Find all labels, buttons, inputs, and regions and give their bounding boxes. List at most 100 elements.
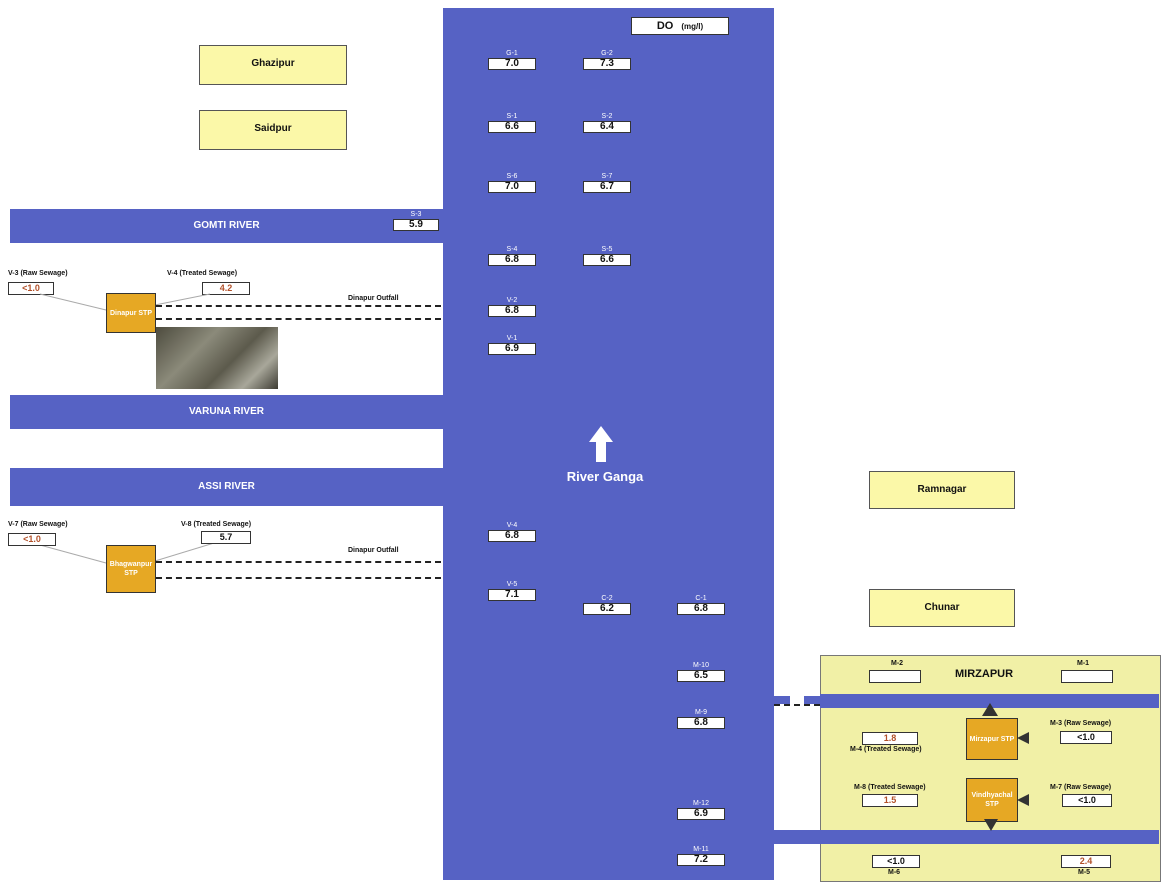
vindhyachal-stp: Vindhyachal STP [966, 778, 1018, 822]
m4-value: 1.8 [862, 732, 918, 745]
site-v1-value: 6.9 [488, 343, 536, 355]
arrow-up-icon [982, 703, 998, 716]
site-g1-value: 7.0 [488, 58, 536, 70]
town-chunar: Chunar [869, 589, 1015, 627]
dinapur-outfall-label: Dinapur Outfall [348, 295, 399, 302]
site-m10-value: 6.5 [677, 670, 725, 682]
site-v2-value: 6.8 [488, 305, 536, 317]
bhagwanpur-outfall-label: Dinapur Outfall [348, 547, 399, 554]
mirzapur-river-band-lower [774, 830, 1159, 844]
parameter-unit: (mg/l) [681, 22, 704, 31]
m2-code: M-2 [891, 660, 904, 667]
flow-arrow-up-icon [589, 426, 613, 462]
m2-value-box [869, 670, 921, 683]
gomti-river-band: GOMTI RIVER [10, 209, 443, 243]
site-m9-code: M-9 [694, 709, 708, 716]
town-mirzapur: MIRZAPUR [955, 668, 1014, 680]
site-s5-code: S-5 [601, 246, 613, 253]
bhagwanpur-treated-value: 5.7 [201, 531, 251, 544]
arrow-left-icon-2 [1017, 794, 1029, 806]
mirzapur-drain-upper [774, 696, 820, 704]
town-ramnagar: Ramnagar [869, 471, 1015, 509]
arrow-left-icon [1017, 732, 1029, 744]
site-v5-value: 7.1 [488, 589, 536, 601]
site-s6-value: 7.0 [488, 181, 536, 193]
bhagwanpur-raw-label: V-7 (Raw Sewage) [8, 521, 68, 528]
parameter-name: DO [656, 20, 674, 32]
site-g2-code: G-2 [601, 50, 613, 57]
site-s2-code: S-2 [601, 113, 613, 120]
parameter-title: DO (mg/l) [631, 17, 729, 35]
site-c1-code: C-1 [695, 595, 707, 602]
site-s7-value: 6.7 [583, 181, 631, 193]
varuna-river-label: VARUNA RIVER [188, 406, 264, 417]
site-s4-code: S-4 [506, 246, 518, 253]
m1-value-box [1061, 670, 1113, 683]
site-s7-code: S-7 [601, 173, 613, 180]
river-ganga-label: River Ganga [566, 469, 644, 484]
dinapur-raw-label: V-3 (Raw Sewage) [8, 270, 68, 277]
site-c2-code: C-2 [601, 595, 613, 602]
site-v4-value: 6.8 [488, 530, 536, 542]
site-s4-value: 6.8 [488, 254, 536, 266]
river-ganga-band [443, 8, 774, 880]
m4-label: M-4 (Treated Sewage) [850, 746, 922, 753]
gomti-river-label: GOMTI RIVER [193, 220, 260, 231]
site-m9-value: 6.8 [677, 717, 725, 729]
site-s3-code: S-3 [410, 211, 422, 218]
mirzapur-river-band-upper [820, 694, 1159, 708]
site-s3-value: 5.9 [393, 219, 439, 231]
site-s6-code: S-6 [506, 173, 518, 180]
site-m12-value: 6.9 [677, 808, 725, 820]
m7-value: <1.0 [1062, 794, 1112, 807]
site-m11-value: 7.2 [677, 854, 725, 866]
site-s1-code: S-1 [506, 113, 518, 120]
bhagwanpur-stp: Bhagwanpur STP [106, 545, 156, 593]
varuna-river-band: VARUNA RIVER [10, 395, 443, 429]
assi-river-band: ASSI RIVER [10, 468, 443, 506]
m5-code: M-5 [1078, 869, 1091, 876]
site-s2-value: 6.4 [583, 121, 631, 133]
site-v1-code: V-1 [506, 335, 518, 342]
site-g2-value: 7.3 [583, 58, 631, 70]
m5-value: 2.4 [1061, 855, 1111, 868]
bhagwanpur-treated-label: V-8 (Treated Sewage) [181, 521, 252, 528]
site-c1-value: 6.8 [677, 603, 725, 615]
bhagwanpur-raw-value: <1.0 [8, 533, 56, 546]
assi-river-label: ASSI RIVER [198, 481, 255, 492]
m1-code: M-1 [1077, 660, 1090, 667]
site-v5-code: V-5 [506, 581, 518, 588]
town-saidpur: Saidpur [199, 110, 347, 150]
m8-value: 1.5 [862, 794, 918, 807]
stp-photo [156, 327, 278, 389]
m3-label: M-3 (Raw Sewage) [1050, 720, 1112, 727]
site-g1-code: G-1 [506, 50, 518, 57]
site-m12-code: M-12 [693, 800, 709, 807]
mirzapur-drain-upper-line [774, 704, 820, 706]
arrow-down-icon [984, 819, 998, 831]
dinapur-treated-label: V-4 (Treated Sewage) [167, 270, 238, 277]
bhagwanpur-outfall-line-2 [156, 577, 441, 579]
m8-label: M-8 (Treated Sewage) [854, 784, 926, 791]
mirzapur-panel [820, 655, 1161, 882]
dinapur-outfall-line-1 [156, 305, 441, 307]
site-v2-code: V-2 [506, 297, 518, 304]
mirzapur-stp: Mirzapur STP [966, 718, 1018, 760]
site-m10-code: M-10 [693, 662, 709, 669]
site-m11-code: M-11 [693, 846, 709, 853]
